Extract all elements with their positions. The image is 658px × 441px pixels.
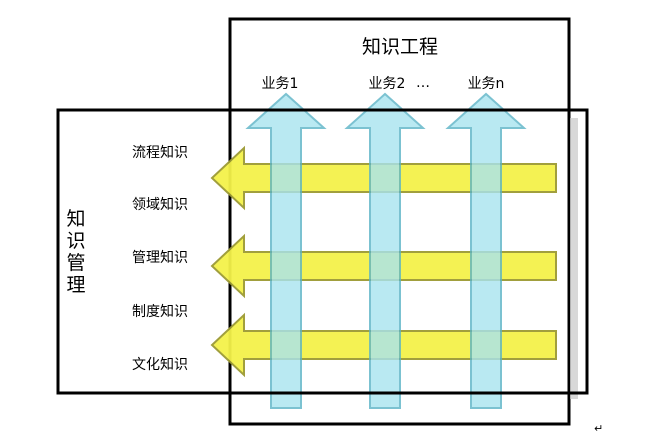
engineering-title: 知识工程 [362, 36, 438, 58]
business-label-1: 业务1 [262, 76, 299, 92]
business-arrows-vertical [245, 92, 527, 409]
management-title-char-4: 理 [66, 274, 85, 296]
management-title-char-3: 管 [66, 252, 85, 274]
knowledge-label-culture: 文化知识 [132, 356, 188, 373]
engineering-frame [228, 17, 571, 426]
business-label-n: 业务n [468, 76, 505, 92]
management-title: 知 识 管 理 [66, 208, 85, 296]
knowledge-label-domain: 领域知识 [132, 196, 188, 213]
business-label-2: 业务2 [369, 76, 406, 92]
knowledge-label-process: 流程知识 [132, 144, 188, 161]
management-title-char-2: 识 [66, 230, 85, 252]
business-ellipsis: … [416, 75, 430, 91]
knowledge-label-management: 管理知识 [132, 249, 188, 266]
management-title-char-1: 知 [66, 208, 85, 230]
management-frame-shadow-right [570, 118, 578, 399]
knowledge-label-system: 制度知识 [132, 303, 188, 320]
management-frame [56, 108, 589, 395]
paragraph-mark: ↵ [594, 422, 603, 435]
